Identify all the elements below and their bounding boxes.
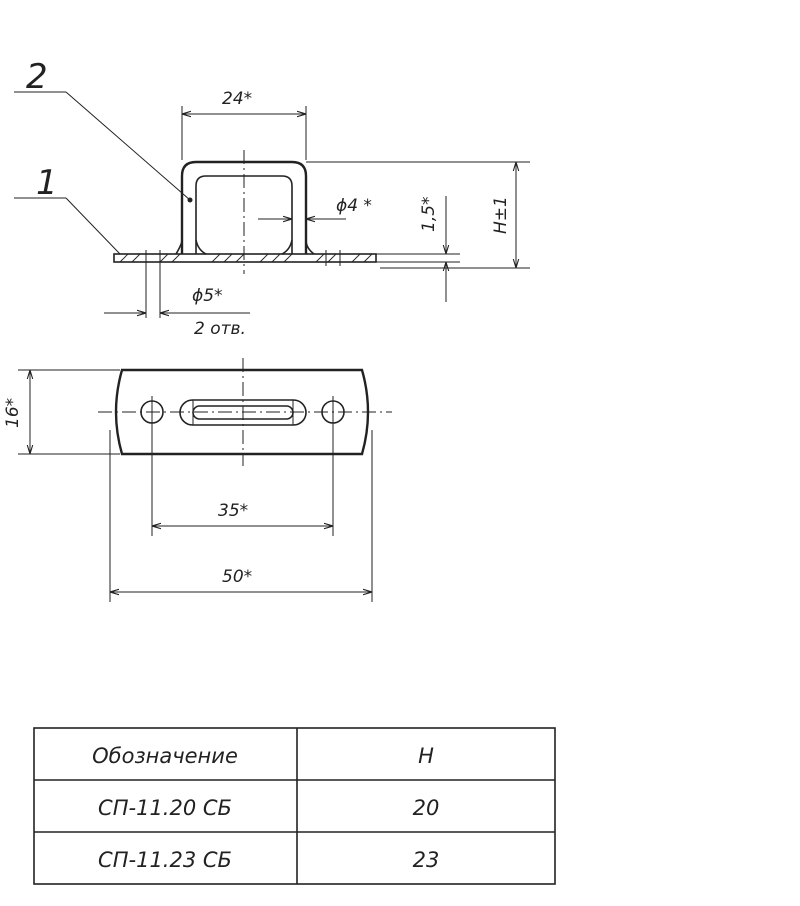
table-header-h: H	[418, 744, 434, 768]
table-header-designation: Обозначение	[92, 744, 238, 768]
dim-label-1-5: 1,5*	[419, 196, 439, 232]
leader-1	[65, 197, 121, 255]
table-cell-h: 20	[413, 796, 440, 820]
dim-label-50: 50*	[222, 567, 252, 587]
dim-label-phi5: ϕ5*	[192, 286, 223, 306]
part-label-1: 1	[36, 163, 58, 203]
table-cell-designation: СП-11.23 СБ	[98, 848, 232, 872]
dim-label-16: 16*	[3, 398, 23, 428]
dim-label-35: 35*	[218, 501, 248, 521]
dim-label-24: 24*	[222, 89, 252, 109]
table-cell-designation: СП-11.20 СБ	[98, 796, 232, 820]
base-plate	[113, 253, 377, 263]
base-plate-hatch	[119, 253, 373, 263]
part-label-2: 2	[26, 57, 48, 97]
holes-note: 2 отв.	[194, 319, 246, 339]
top-view: 16* 35* 50*	[3, 358, 392, 602]
dim-label-phi4: ϕ4 *	[336, 196, 372, 216]
variants-table: Обозначение H СП-11.20 СБ 20 СП-11.23 СБ…	[33, 727, 556, 885]
dim-label-h: H±1	[491, 196, 511, 234]
plate-outline	[114, 368, 370, 456]
leader-2	[65, 91, 191, 201]
front-view: 24* ϕ4 * 1,5* H±1 ϕ5* 2 отв. 2 1	[14, 57, 530, 339]
table-cell-h: 23	[413, 848, 440, 872]
wire-slot-outer	[179, 399, 307, 426]
